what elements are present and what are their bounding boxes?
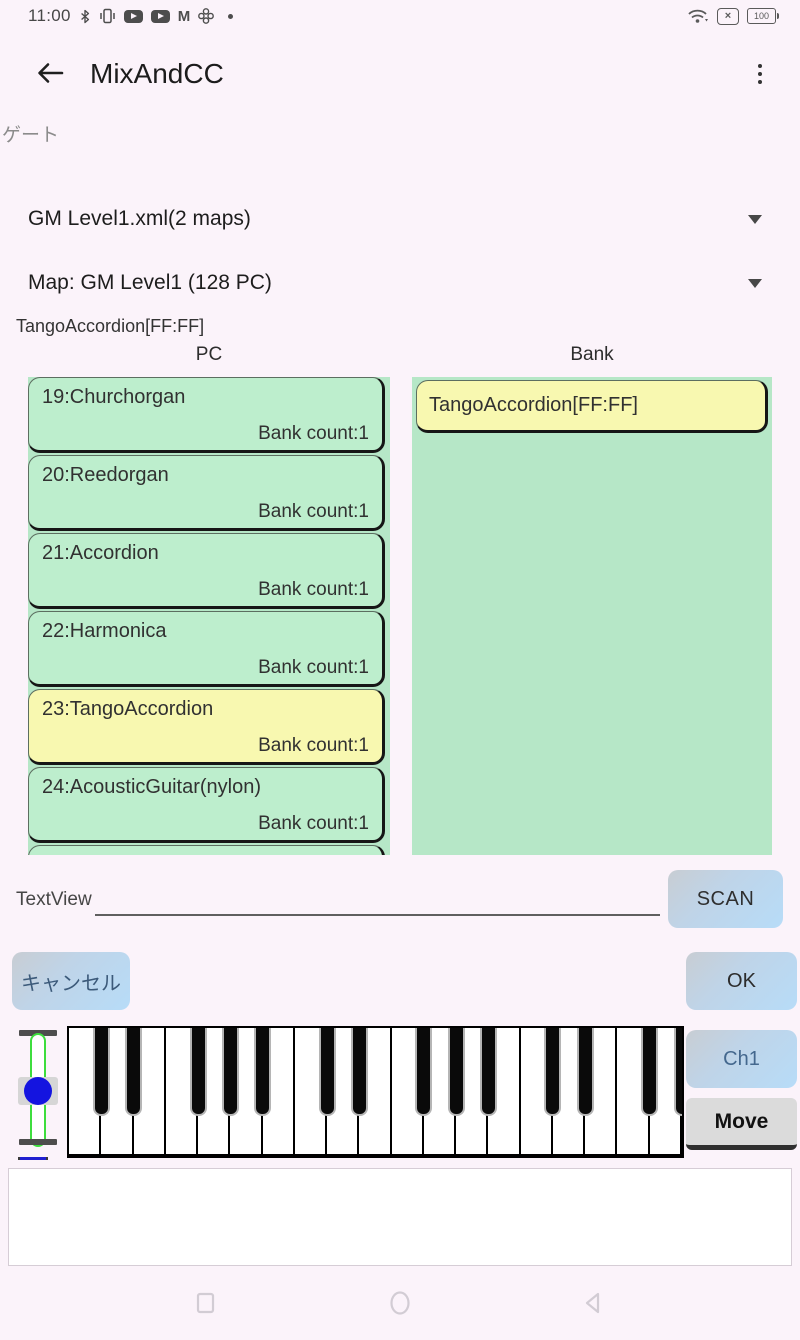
battery-icon: 100 <box>747 8 779 24</box>
map-dropdown[interactable]: Map: GM Level1 (128 PC) <box>28 262 770 304</box>
pc-item-label: 23:TangoAccordion <box>42 698 214 720</box>
chevron-down-icon <box>748 278 762 288</box>
bank-column-header: Bank <box>570 344 614 365</box>
pc-list-item[interactable]: 24:AcousticGuitar(nylon) Bank count:1 <box>28 767 385 843</box>
move-button[interactable]: Move <box>686 1098 797 1150</box>
pc-list-item[interactable]: 21:Accordion Bank count:1 <box>28 533 385 609</box>
piano-black-key[interactable] <box>221 1028 239 1116</box>
youtube-icon <box>123 9 143 23</box>
bank-list: TangoAccordion[FF:FF] <box>412 377 772 855</box>
pc-item-label: 22:Harmonica <box>42 620 167 642</box>
ok-button[interactable]: OK <box>686 952 797 1010</box>
map-dropdown-value: Map: GM Level1 (128 PC) <box>28 271 272 294</box>
pc-list-item[interactable]: 22:Harmonica Bank count:1 <box>28 611 385 687</box>
back-triangle-icon <box>581 1291 605 1320</box>
piano-black-key[interactable] <box>415 1028 433 1116</box>
recents-button[interactable] <box>191 1290 221 1320</box>
vibrate-icon <box>99 8 116 24</box>
log-textarea[interactable] <box>8 1168 792 1266</box>
scan-input[interactable] <box>95 882 660 916</box>
android-nav-bar <box>0 1268 800 1340</box>
pc-item-label: 20:Reedorgan <box>42 464 169 486</box>
gate-label: ゲート <box>2 125 60 146</box>
cancel-button[interactable]: キャンセル <box>12 952 130 1010</box>
back-button[interactable] <box>32 58 68 92</box>
piano-black-key[interactable] <box>318 1028 336 1116</box>
velocity-slider <box>14 1026 62 1166</box>
piano-black-key[interactable] <box>641 1028 659 1116</box>
selected-patch-label: TangoAccordion[FF:FF] <box>16 316 205 336</box>
piano-black-key[interactable] <box>254 1028 272 1116</box>
pc-list: 19:Churchorgan Bank count:1 20:Reedorgan… <box>28 377 390 855</box>
bank-list-item-selected[interactable]: TangoAccordion[FF:FF] <box>416 380 768 433</box>
pc-list-item-selected[interactable]: 23:TangoAccordion Bank count:1 <box>28 689 385 765</box>
piano-black-key[interactable] <box>350 1028 368 1116</box>
overflow-menu-button[interactable] <box>746 58 774 90</box>
slider-indicator-line <box>18 1157 48 1160</box>
pc-item-bank-count: Bank count:1 <box>258 501 369 522</box>
pc-item-bank-count: Bank count:1 <box>258 735 369 756</box>
pc-item-bank-count: Bank count:1 <box>258 813 369 834</box>
youtube-icon <box>150 9 170 23</box>
pc-item-bank-count: Bank count:1 <box>258 423 369 444</box>
piano-black-key[interactable] <box>479 1028 497 1116</box>
back-arrow-icon <box>35 59 65 92</box>
recents-square-icon <box>194 1291 218 1320</box>
scan-button[interactable]: SCAN <box>668 870 783 928</box>
piano-keyboard <box>67 1026 684 1158</box>
notification-dot-icon <box>228 13 234 19</box>
clock: 11:00 <box>28 6 71 25</box>
piano-black-key[interactable] <box>576 1028 594 1116</box>
pc-item-bank-count: Bank count:1 <box>258 657 369 678</box>
piano-black-key[interactable] <box>544 1028 562 1116</box>
bluetooth-icon <box>79 8 91 25</box>
pc-item-label: 19:Churchorgan <box>42 386 186 408</box>
wifi-icon <box>687 8 709 25</box>
pc-list-item[interactable] <box>28 845 385 855</box>
page-title: MixAndCC <box>90 58 224 89</box>
bank-item-label: TangoAccordion[FF:FF] <box>429 394 638 416</box>
textview-label: TextView <box>16 889 92 910</box>
slider-bottom-cap <box>19 1139 57 1145</box>
pc-list-item[interactable]: 20:Reedorgan Bank count:1 <box>28 455 385 531</box>
pc-column-header: PC <box>195 344 223 365</box>
pc-list-item[interactable]: 19:Churchorgan Bank count:1 <box>28 377 385 453</box>
chevron-down-icon <box>748 214 762 224</box>
status-bar: 11:00 M × 100 <box>0 0 800 32</box>
pc-item-label: 21:Accordion <box>42 542 159 564</box>
file-dropdown-value: GM Level1.xml(2 maps) <box>28 207 251 230</box>
channel-button[interactable]: Ch1 <box>686 1030 797 1088</box>
back-nav-button[interactable] <box>578 1290 608 1320</box>
pinwheel-icon <box>198 8 215 24</box>
piano-black-key[interactable] <box>125 1028 143 1116</box>
home-circle-icon <box>387 1290 413 1321</box>
home-button[interactable] <box>385 1290 415 1320</box>
file-dropdown[interactable]: GM Level1.xml(2 maps) <box>28 198 770 240</box>
piano-black-key[interactable] <box>673 1028 682 1116</box>
piano-black-key[interactable] <box>92 1028 110 1116</box>
piano-black-key[interactable] <box>189 1028 207 1116</box>
pc-item-bank-count: Bank count:1 <box>258 579 369 600</box>
gmail-icon: M <box>177 7 191 25</box>
slider-thumb[interactable] <box>24 1077 52 1105</box>
sim-missing-icon: × <box>717 7 739 25</box>
pc-item-label: 24:AcousticGuitar(nylon) <box>42 776 261 798</box>
piano-black-key[interactable] <box>447 1028 465 1116</box>
